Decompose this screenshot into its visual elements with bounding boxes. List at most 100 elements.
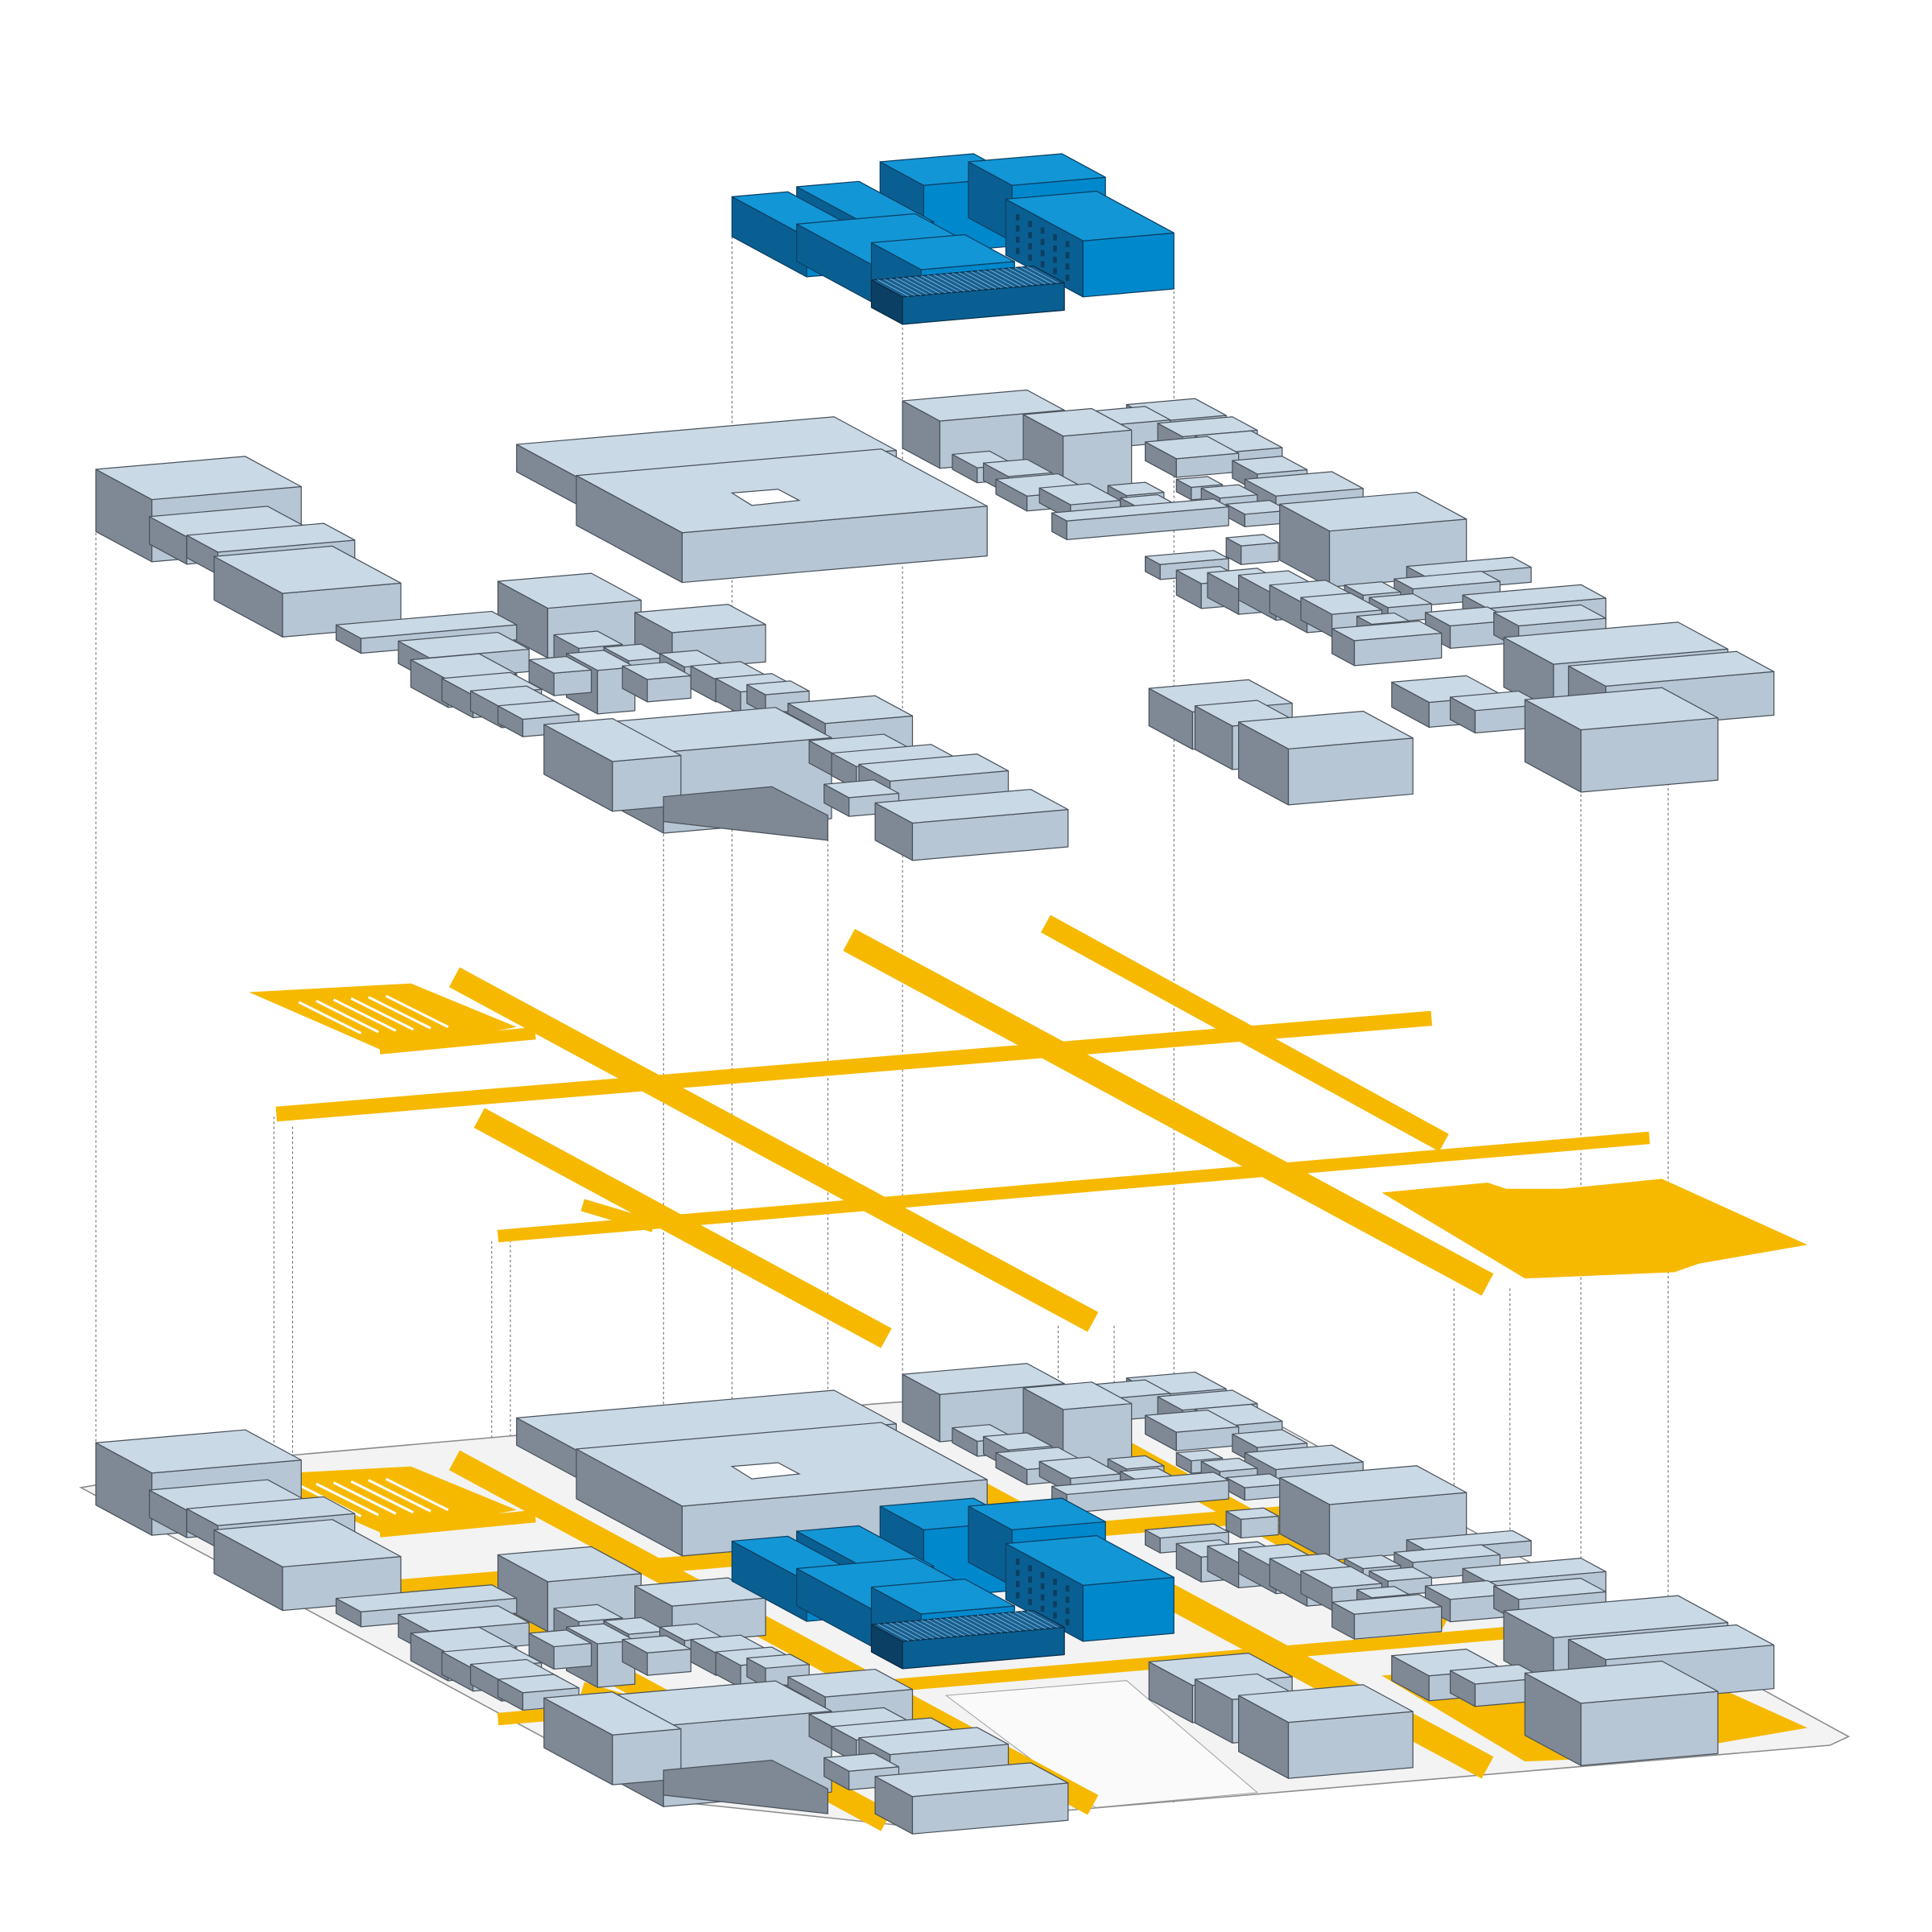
building (1238, 710, 1414, 806)
building-roof (410, 1626, 518, 1654)
window (1040, 238, 1045, 246)
building (1331, 1594, 1443, 1640)
building-roof (824, 1752, 900, 1772)
glass-mullion (983, 1614, 1015, 1633)
window (1015, 1570, 1020, 1576)
building (1145, 1409, 1240, 1451)
building-roof (1406, 556, 1532, 577)
building-roof (1145, 550, 1229, 565)
building (621, 1635, 691, 1676)
building-roof (858, 753, 1009, 782)
glass-mullion (933, 1618, 965, 1637)
building-roof (553, 630, 623, 649)
window (1065, 1608, 1070, 1615)
building (1331, 620, 1443, 667)
building-roof (1524, 687, 1719, 731)
parking-stripe (332, 998, 397, 1032)
parking-lot (249, 1466, 517, 1535)
building-roof (1244, 471, 1364, 497)
building-roof (1051, 1472, 1229, 1496)
building-roof (1157, 1389, 1258, 1411)
window (1028, 1599, 1032, 1605)
building-roof (1493, 604, 1607, 627)
new-building-roof (968, 153, 1106, 186)
building-roof (497, 1674, 580, 1694)
building-roof (1157, 416, 1258, 438)
window (1053, 256, 1057, 263)
window (1065, 263, 1070, 270)
window (1065, 241, 1070, 248)
building-roof (634, 604, 766, 634)
building-roof (1406, 1530, 1532, 1551)
window (1065, 275, 1070, 281)
building-roof (787, 695, 914, 724)
building-roof (1279, 491, 1468, 532)
street (275, 1010, 1433, 1122)
building (1225, 1473, 1290, 1501)
glass-mullion (921, 275, 953, 293)
window (1028, 1565, 1032, 1572)
parking-stripe (350, 997, 415, 1031)
building-roof (1462, 1557, 1607, 1583)
glass-mullion (1020, 1611, 1052, 1629)
glass-mullion (902, 1621, 934, 1639)
building-roof (858, 1727, 1009, 1756)
building-front-face (1580, 717, 1719, 793)
building-roof (543, 1691, 682, 1736)
building-front-face (1241, 1515, 1279, 1539)
building-roof (1300, 592, 1383, 615)
building-roof (1238, 1684, 1414, 1724)
glass-mullion (890, 1622, 922, 1641)
building-roof (1175, 476, 1224, 489)
building-roof (1232, 456, 1308, 475)
window (1028, 221, 1032, 228)
glass-mullion (1008, 267, 1040, 286)
glass-mullion (952, 1616, 984, 1635)
window (1028, 1576, 1032, 1583)
building-front-face (646, 675, 691, 703)
courtyard (730, 1462, 801, 1480)
building-roof (787, 1668, 914, 1698)
building-roof (95, 1429, 302, 1474)
glass-mullion (896, 277, 928, 295)
building (824, 1752, 900, 1791)
glass-mullion (1020, 266, 1052, 284)
new-building (1005, 190, 1174, 298)
glass-mullion (877, 279, 910, 297)
window (1053, 234, 1057, 241)
window (1053, 267, 1057, 275)
building-roof (497, 572, 642, 609)
building (528, 1629, 592, 1670)
glass-pavilion (870, 1609, 1065, 1670)
building-roof (746, 680, 810, 696)
building-roof (1524, 1660, 1719, 1704)
glass-mullion (971, 1615, 1003, 1633)
new-building (1005, 1535, 1174, 1642)
new-buildings-ground (731, 1497, 1174, 1670)
parking-stripe (350, 1480, 415, 1514)
glass-mullion (995, 1613, 1027, 1631)
building-front-face (646, 1649, 691, 1676)
glass-mullion (927, 1619, 959, 1637)
building-roof (1107, 1455, 1165, 1470)
building-front-face (553, 1642, 592, 1670)
building-roof (874, 788, 1069, 824)
window (1015, 213, 1020, 221)
glass-mullion (914, 1620, 947, 1638)
building-roof (213, 1519, 402, 1568)
new-building-front-face (1082, 232, 1174, 298)
window (1028, 254, 1032, 261)
building-roof (1356, 1586, 1410, 1599)
building-roof (1200, 1457, 1258, 1472)
street (448, 967, 1099, 1332)
building-roof (1145, 1523, 1229, 1539)
building-roof (528, 1629, 592, 1648)
building-front-face (1287, 1711, 1414, 1779)
glass-mullion (896, 1621, 928, 1640)
building (1145, 436, 1240, 478)
building-roof (335, 610, 518, 639)
building (634, 1577, 766, 1645)
building-roof (543, 717, 682, 762)
building-roof (1368, 1567, 1432, 1582)
glass-mullion (946, 1617, 978, 1636)
